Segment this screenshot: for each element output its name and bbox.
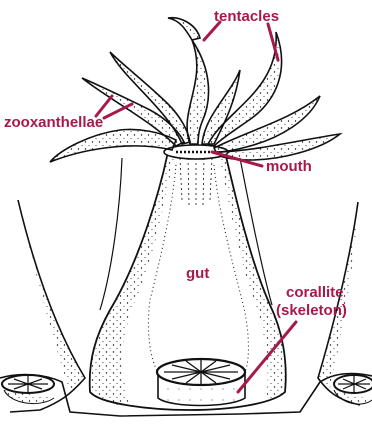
right-neighbor-corallite <box>334 375 372 404</box>
label-corallite: corallite <box>286 284 344 301</box>
zooxanthellae-leader-1 <box>96 96 112 116</box>
tentacle-hook <box>168 18 200 40</box>
zooxanthellae-leader-2 <box>104 104 132 118</box>
label-tentacles: tentacles <box>214 8 279 25</box>
left-wall-stipple <box>18 200 85 392</box>
label-gut: gut <box>186 265 209 282</box>
corallite-cup <box>157 359 245 406</box>
label-mouth: mouth <box>266 158 312 175</box>
left-neighbor-corallite <box>2 375 54 404</box>
tentacles-group <box>50 18 340 162</box>
label-zooxanthellae: zooxanthellae <box>4 114 103 131</box>
label-skeleton: (skeleton) <box>276 302 347 319</box>
tentacle-far-left <box>50 129 176 162</box>
